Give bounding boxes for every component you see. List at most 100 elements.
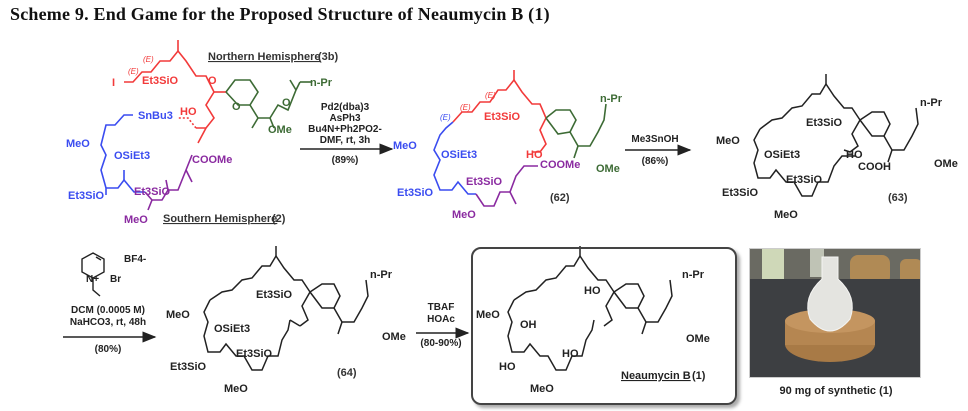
methoxy-label: OMe xyxy=(934,158,958,170)
northern-hemisphere-structure xyxy=(124,40,226,144)
condition-text: Me3SnOH xyxy=(631,134,678,145)
methoxy-label: MeO xyxy=(530,383,554,395)
ring-oxygen-label: O xyxy=(208,75,217,87)
hydroxyl-label: HO xyxy=(526,149,543,161)
npropyl-label: n-Pr xyxy=(600,93,623,105)
tes-ether-label: Et3SiO xyxy=(170,361,207,373)
tes-ether-label: Et3SiO xyxy=(134,186,171,198)
methoxy-label: OMe xyxy=(382,331,406,343)
e-geometry-label: (E) xyxy=(440,113,451,122)
step3-conditions: DCM (0.0005 M) NaHCO3, rt, 48h (80%) xyxy=(63,305,157,355)
methoxy-label: MeO xyxy=(774,209,798,221)
neaumycin-b-number: (1) xyxy=(692,370,706,382)
product-photo xyxy=(749,248,921,378)
tes-ether-label: Et3SiO xyxy=(68,190,105,202)
yield-text: (80-90%) xyxy=(420,338,461,349)
condition-text: Bu4N+Ph2PO2- xyxy=(308,124,382,135)
methoxy-label: MeO xyxy=(166,309,190,321)
step2-conditions: Me3SnOH (86%) xyxy=(625,134,692,167)
southern-hemisphere-label: Southern Hemisphere xyxy=(163,213,277,225)
methoxy-label: MeO xyxy=(452,209,476,221)
hydroxyl-label: HO xyxy=(562,348,579,360)
tes-ether-label: OSiEt3 xyxy=(114,150,150,162)
methyl-ester-label: COOMe xyxy=(540,159,580,171)
scheme-title: Scheme 9. End Game for the Proposed Stru… xyxy=(10,4,550,24)
npropyl-label: n-Pr xyxy=(682,269,705,281)
methoxy-label: OMe xyxy=(268,124,292,136)
e-geometry-label: (E) xyxy=(128,67,139,76)
yield-text: (89%) xyxy=(332,155,359,166)
southern-fragment-structure xyxy=(144,154,193,211)
southern-hemisphere-number: (2) xyxy=(272,213,286,225)
methoxy-label: OMe xyxy=(686,333,710,345)
compound-number-62: (62) xyxy=(550,192,570,204)
hydroxyl-label: HO xyxy=(846,149,863,161)
condition-text: TBAF xyxy=(428,302,455,313)
photo-caption: 90 mg of synthetic (1) xyxy=(779,385,893,397)
northern-hemisphere-label: Northern Hemisphere xyxy=(208,51,320,63)
pyridinium-nitrogen-label: N+ xyxy=(86,274,99,285)
target-compound-box xyxy=(471,247,737,405)
step4-conditions: TBAF HOAc (80-90%) xyxy=(416,302,470,349)
e-geometry-label: (E) xyxy=(143,55,154,64)
methoxy-label: MeO xyxy=(66,138,90,150)
tes-ether-label: OSiEt3 xyxy=(214,323,250,335)
tes-ether-label: Et3SiO xyxy=(484,111,521,123)
epoxide-oxygen-label: O xyxy=(282,97,291,109)
carboxylic-acid-label: COOH xyxy=(858,161,891,173)
compound-number-64: (64) xyxy=(337,367,357,379)
tetrafluoroborate-label: BF4- xyxy=(124,254,146,265)
npropyl-label: n-Pr xyxy=(370,269,393,281)
methoxy-label: MeO xyxy=(476,309,500,321)
iodo-label: I xyxy=(112,77,115,89)
neaumycin-b-structure xyxy=(507,246,673,371)
condition-text: DCM (0.0005 M) xyxy=(71,305,145,316)
methoxy-label: OMe xyxy=(596,163,620,175)
compound-63-structure xyxy=(753,74,919,197)
flask-photo-illustration xyxy=(750,249,920,377)
condition-text: DMF, rt, 3h xyxy=(320,135,371,146)
tributylstannyl-label: SnBu3 xyxy=(138,110,173,122)
yield-text: (80%) xyxy=(95,344,122,355)
tes-ether-label: Et3SiO xyxy=(142,75,179,87)
tes-ether-label: Et3SiO xyxy=(256,289,293,301)
tes-ether-label: Et3SiO xyxy=(722,187,759,199)
condition-text: HOAc xyxy=(427,314,455,325)
hydroxyl-label: OH xyxy=(520,319,537,331)
yield-text: (86%) xyxy=(642,156,669,167)
tes-ether-label: OSiEt3 xyxy=(441,149,477,161)
methoxy-label: MeO xyxy=(124,214,148,226)
npropyl-label: n-Pr xyxy=(310,77,333,89)
ring-oxygen-label: O xyxy=(232,101,241,113)
compound-62-structure xyxy=(433,70,607,207)
npropyl-label: n-Pr xyxy=(920,97,943,109)
tes-ether-label: Et3SiO xyxy=(806,117,843,129)
compound-64-structure xyxy=(203,246,369,371)
step1-conditions: Pd2(dba)3 AsPh3 Bu4N+Ph2PO2- DMF, rt, 3h… xyxy=(300,102,394,166)
condition-text: AsPh3 xyxy=(329,113,361,124)
hydroxyl-label: HO xyxy=(180,106,197,118)
e-geometry-label: (E) xyxy=(460,103,471,112)
tes-ether-label: OSiEt3 xyxy=(764,149,800,161)
step3-reagent xyxy=(81,252,105,297)
eastern-fragment-structure xyxy=(225,79,312,129)
methoxy-label: MeO xyxy=(716,135,740,147)
condition-text: Pd2(dba)3 xyxy=(321,102,370,113)
bromo-label: Br xyxy=(110,274,121,285)
methoxy-label: MeO xyxy=(224,383,248,395)
tes-ether-label: Et3SiO xyxy=(466,176,503,188)
tes-ether-label: Et3SiO xyxy=(786,174,823,186)
hydroxyl-label: HO xyxy=(499,361,516,373)
methyl-ester-label: COOMe xyxy=(192,154,232,166)
neaumycin-b-label: Neaumycin B xyxy=(621,370,691,382)
tes-ether-label: Et3SiO xyxy=(236,348,273,360)
western-fragment-structure xyxy=(100,114,145,195)
hydroxyl-label: HO xyxy=(584,285,601,297)
e-geometry-label: (E) xyxy=(485,91,496,100)
methoxy-label: MeO xyxy=(393,140,417,152)
tes-ether-label: Et3SiO xyxy=(397,187,434,199)
compound-number-63: (63) xyxy=(888,192,908,204)
condition-text: NaHCO3, rt, 48h xyxy=(70,317,146,328)
northern-hemisphere-number: (3b) xyxy=(318,51,339,63)
